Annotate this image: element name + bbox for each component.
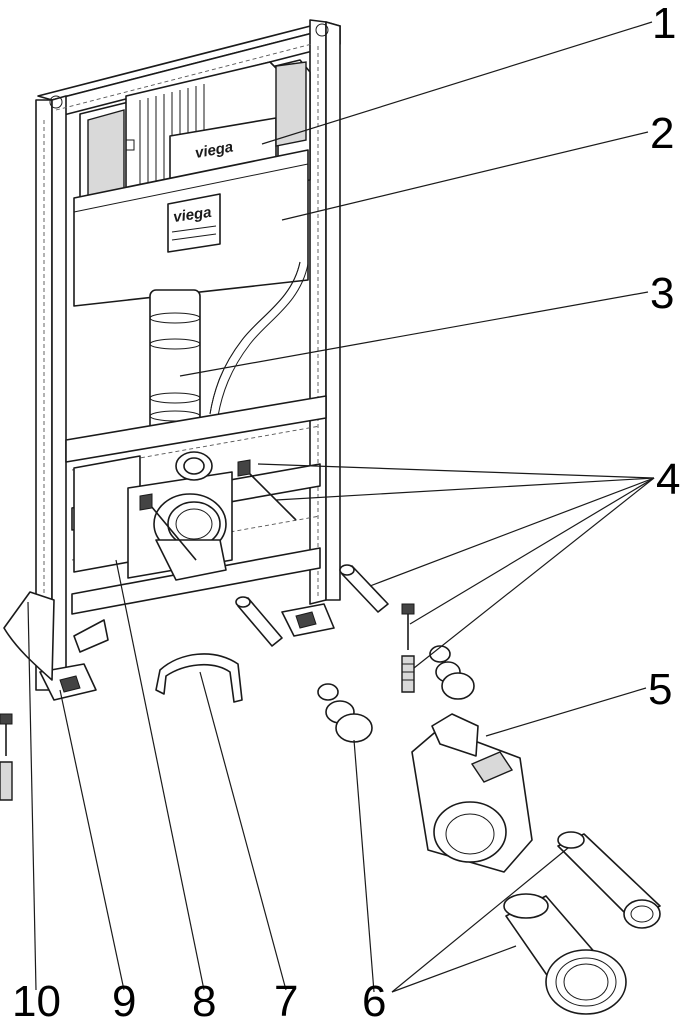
callout-6: 6 (362, 977, 386, 1024)
fixing-screw-right (401, 603, 415, 650)
brand-logo-cistern: viega (172, 204, 212, 226)
callout-3: 3 (650, 269, 674, 318)
cistern-logo-plate (167, 193, 221, 253)
part-7-bracket (155, 653, 243, 703)
callout-1: 1 (652, 0, 676, 48)
spacer-tube-left (235, 596, 283, 647)
part-3-flush-pipe (149, 261, 309, 437)
wall-plug-right (401, 655, 415, 693)
drain-connection (153, 451, 227, 581)
flush-connection-pipe (557, 831, 661, 929)
callout-2: 2 (650, 109, 674, 158)
part-5-pan-connector (411, 713, 533, 873)
part-4-threaded-rods-and-fixings (139, 459, 415, 693)
part-6-connection-pipes (503, 831, 661, 1015)
drain-connection-pipe (503, 893, 627, 1015)
spacer-tube-right (339, 564, 389, 613)
callout-numbers: 1 2 3 4 5 6 7 8 9 10 (12, 0, 680, 1024)
brand-logo-actuator: viega (194, 139, 235, 162)
part-6-buffer-caps (317, 645, 475, 743)
part-2-cistern-body: viega (73, 149, 309, 307)
callout-7: 7 (274, 977, 298, 1024)
part-9-frame-feet (0, 603, 335, 801)
callout-5: 5 (648, 665, 672, 714)
leader-lines (27, 21, 655, 993)
callout-4: 4 (656, 455, 680, 504)
callout-9: 9 (112, 977, 136, 1024)
mounting-frame (35, 19, 341, 691)
callout-10: 10 (12, 977, 61, 1024)
callout-8: 8 (192, 977, 216, 1024)
